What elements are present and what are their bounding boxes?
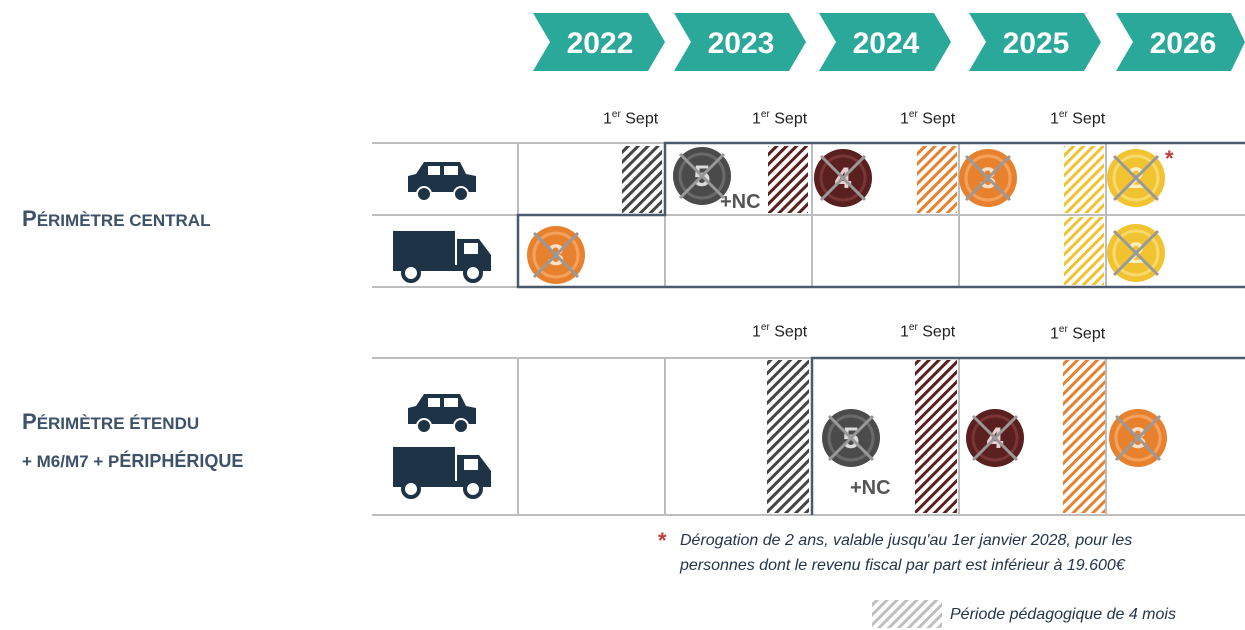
truck-icon	[393, 447, 491, 499]
critair-badge-5: 5	[673, 147, 731, 205]
sept-marker: 1er Sept	[603, 109, 659, 128]
critair-badge-3: 3	[959, 149, 1017, 207]
critair-badge-4: 4	[814, 149, 872, 207]
nc-label: +NC	[720, 191, 761, 213]
footnote-star: *	[658, 528, 667, 553]
legend-hatch-swatch	[872, 600, 942, 628]
critair-badge-4: 4	[966, 409, 1024, 467]
sept-marker: 1er Sept	[752, 109, 808, 128]
zone-outline-central	[516, 141, 1245, 289]
nc-label: +NC	[850, 477, 891, 499]
critair-badge-5: 5	[822, 409, 880, 467]
year-chevron-2024: 2024	[819, 13, 951, 71]
year-timeline: 2022 2023 2024 2025 2026	[533, 13, 1245, 71]
footnote-line2: personnes dont le revenu fiscal par part…	[680, 557, 1125, 574]
legend-label: Période pédagogique de 4 mois	[950, 606, 1176, 623]
critair-badge-3: 3	[527, 226, 585, 284]
sept-marker: 1er Sept	[752, 322, 808, 341]
critair-badge-2: 2	[1107, 224, 1165, 282]
pedagogic-period	[915, 360, 957, 513]
section-label-etendu: PÉRIMÈTRE ÉTENDU	[22, 409, 200, 434]
zone-outline-etendu	[810, 356, 1245, 515]
sept-marker: 1er Sept	[1050, 324, 1106, 343]
pedagogic-period	[1064, 217, 1104, 285]
pedagogic-period	[767, 360, 809, 513]
sept-marker: 1er Sept	[900, 322, 956, 341]
year-chevron-2026: 2026	[1116, 13, 1245, 71]
sept-marker: 1er Sept	[900, 109, 956, 128]
pedagogic-period	[917, 146, 957, 213]
sept-marker: 1er Sept	[1050, 109, 1106, 128]
year-label: 2024	[853, 27, 920, 60]
year-label: 2026	[1150, 27, 1217, 60]
car-icon	[408, 162, 476, 202]
year-chevron-2025: 2025	[969, 13, 1101, 71]
pedagogic-period	[1063, 360, 1105, 513]
section-label-etendu-line2: + M6/M7 + PÉRIPHÉRIQUE	[22, 451, 244, 471]
pedagogic-period	[1064, 146, 1104, 213]
critair-badge-3: 3	[1109, 409, 1167, 467]
year-chevron-2023: 2023	[674, 13, 806, 71]
car-icon	[408, 394, 476, 434]
footnote-line1: Dérogation de 2 ans, valable jusqu'au 1e…	[680, 532, 1133, 549]
year-label: 2022	[567, 27, 634, 60]
truck-icon	[393, 231, 491, 283]
year-label: 2023	[708, 27, 775, 60]
critair-badge-2: 2	[1107, 149, 1165, 207]
section-label-central: PÉRIMÈTRE CENTRAL	[22, 206, 211, 231]
derogation-star: *	[1165, 146, 1174, 171]
pedagogic-period	[622, 146, 662, 213]
year-label: 2025	[1003, 27, 1070, 60]
year-chevron-2022: 2022	[533, 13, 665, 71]
pedagogic-period	[768, 146, 808, 213]
